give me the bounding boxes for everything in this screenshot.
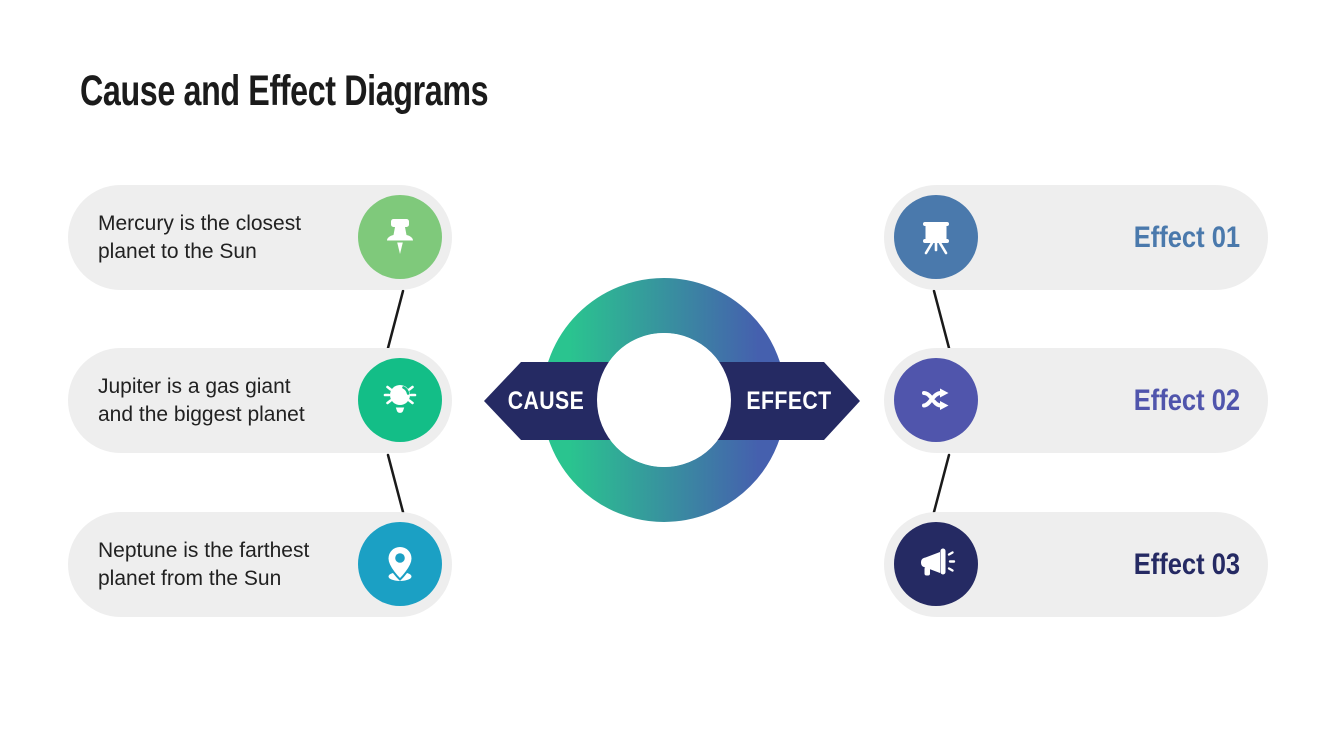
location-pin-icon: [386, 544, 414, 581]
effect-card-2: Effect 02: [884, 348, 1268, 453]
effect-card-2-label: Effect 02: [1133, 383, 1240, 417]
cause-card-1-text: Mercury is the closest planet to the Sun: [98, 211, 302, 263]
pushpin-icon: [387, 219, 413, 254]
cause-card-3: Neptune is the farthest planet from the …: [68, 512, 452, 617]
shuffle-icon-circle: [894, 358, 978, 442]
cause-band-label: CAUSE: [507, 387, 585, 415]
location-pin-icon-circle: [358, 522, 442, 606]
effect-card-3: Effect 03: [884, 512, 1268, 617]
connector-line-cause-2-3: [386, 453, 405, 514]
effect-card-3-label: Effect 03: [1133, 547, 1240, 581]
megaphone-icon-circle: [894, 522, 978, 606]
connector-line-effect-1-2: [932, 289, 951, 350]
effect-card-1-label: Effect 01: [1133, 220, 1240, 254]
lightbulb-icon: [383, 385, 417, 413]
shuffle-icon: [922, 388, 949, 410]
effect-card-1: Effect 01: [884, 185, 1268, 290]
lightbulb-icon-circle: [358, 358, 442, 442]
megaphone-icon: [921, 548, 956, 576]
cause-card-3-text: Neptune is the farthest planet from the …: [98, 538, 310, 590]
donut-hole: [597, 333, 731, 467]
cause-card-2-text: Jupiter is a gas giant and the biggest p…: [98, 374, 305, 426]
cause-card-2: Jupiter is a gas giant and the biggest p…: [68, 348, 452, 453]
connector-line-effect-2-3: [932, 453, 951, 514]
presentation-screen-icon: [923, 222, 949, 255]
cause-card-1: Mercury is the closest planet to the Sun: [68, 185, 452, 290]
pushpin-icon-circle: [358, 195, 442, 279]
page-title: Cause and Effect Diagrams: [80, 67, 489, 115]
connector-line-cause-1-2: [386, 289, 405, 350]
presentation-screen-icon-circle: [894, 195, 978, 279]
effect-band-label: EFFECT: [746, 387, 832, 415]
